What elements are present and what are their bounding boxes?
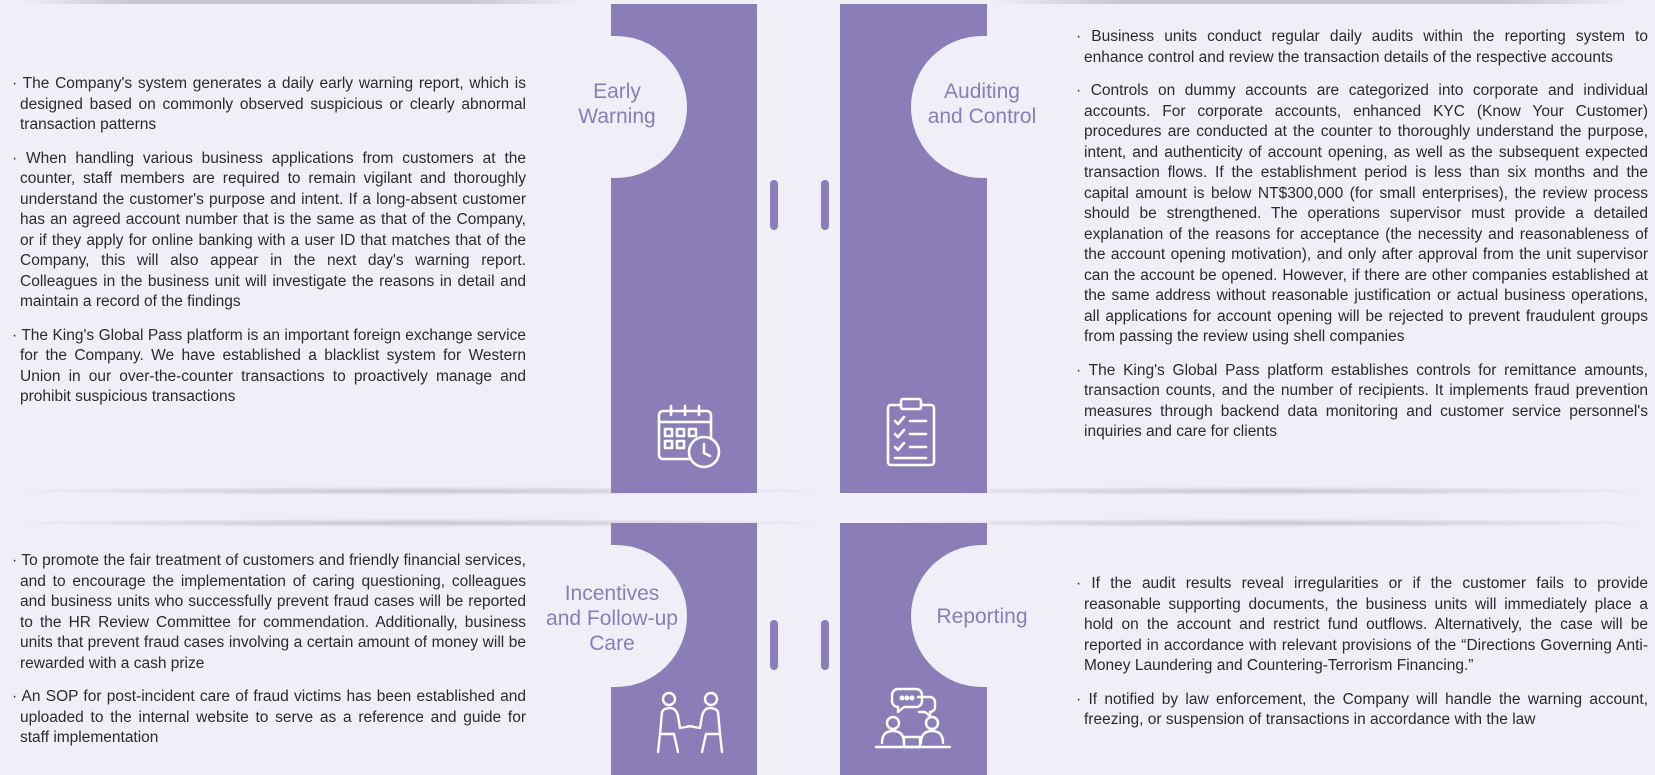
meeting-discussion-icon [874, 687, 952, 749]
checklist-clipboard-icon [886, 397, 936, 467]
reporting-text: If the audit results reveal irregulariti… [1076, 574, 1648, 744]
auditing-control-bullet-2: Controls on dummy accounts are categoriz… [1076, 81, 1648, 348]
incentives-care-text: To promote the fair treatment of custome… [12, 551, 526, 762]
early-warning-title: Early Warning [578, 80, 656, 128]
incentives-care-title: Incentives and Follow-up Care [546, 581, 678, 655]
center-handle-right-top [821, 180, 829, 230]
top-divider-left [20, 0, 580, 4]
center-handle-left-bottom [770, 620, 778, 670]
middle-divider-right-lower [900, 519, 1640, 527]
auditing-control-text: Business units conduct regular daily aud… [1076, 27, 1648, 456]
middle-divider-right-upper [900, 487, 1640, 495]
center-handle-right-bottom [821, 620, 829, 670]
reporting-title: Reporting [936, 604, 1028, 628]
calendar-clock-icon [657, 404, 721, 469]
incentives-care-bullet-2: An SOP for post-incident care of fraud v… [12, 687, 526, 749]
top-divider-right [990, 0, 1630, 4]
auditing-control-bullet-3: The King's Global Pass platform establis… [1076, 361, 1648, 443]
early-warning-bullet-3: The King's Global Pass platform is an im… [12, 326, 526, 408]
reporting-bullet-1: If the audit results reveal irregulariti… [1076, 574, 1648, 677]
early-warning-bullet-2: When handling various business applicati… [12, 149, 526, 313]
reporting-bullet-2: If notified by law enforcement, the Comp… [1076, 690, 1648, 731]
auditing-control-bullet-1: Business units conduct regular daily aud… [1076, 27, 1648, 68]
two-people-talking-icon [656, 691, 724, 754]
incentives-care-bullet-1: To promote the fair treatment of custome… [12, 551, 526, 674]
early-warning-bullet-1: The Company's system generates a daily e… [12, 74, 526, 136]
center-handle-left-top [770, 180, 778, 230]
early-warning-text: The Company's system generates a daily e… [12, 74, 526, 421]
middle-divider-left-upper [20, 487, 820, 495]
auditing-control-title: Auditing and Control [927, 80, 1037, 128]
middle-divider-left-lower [20, 519, 820, 527]
